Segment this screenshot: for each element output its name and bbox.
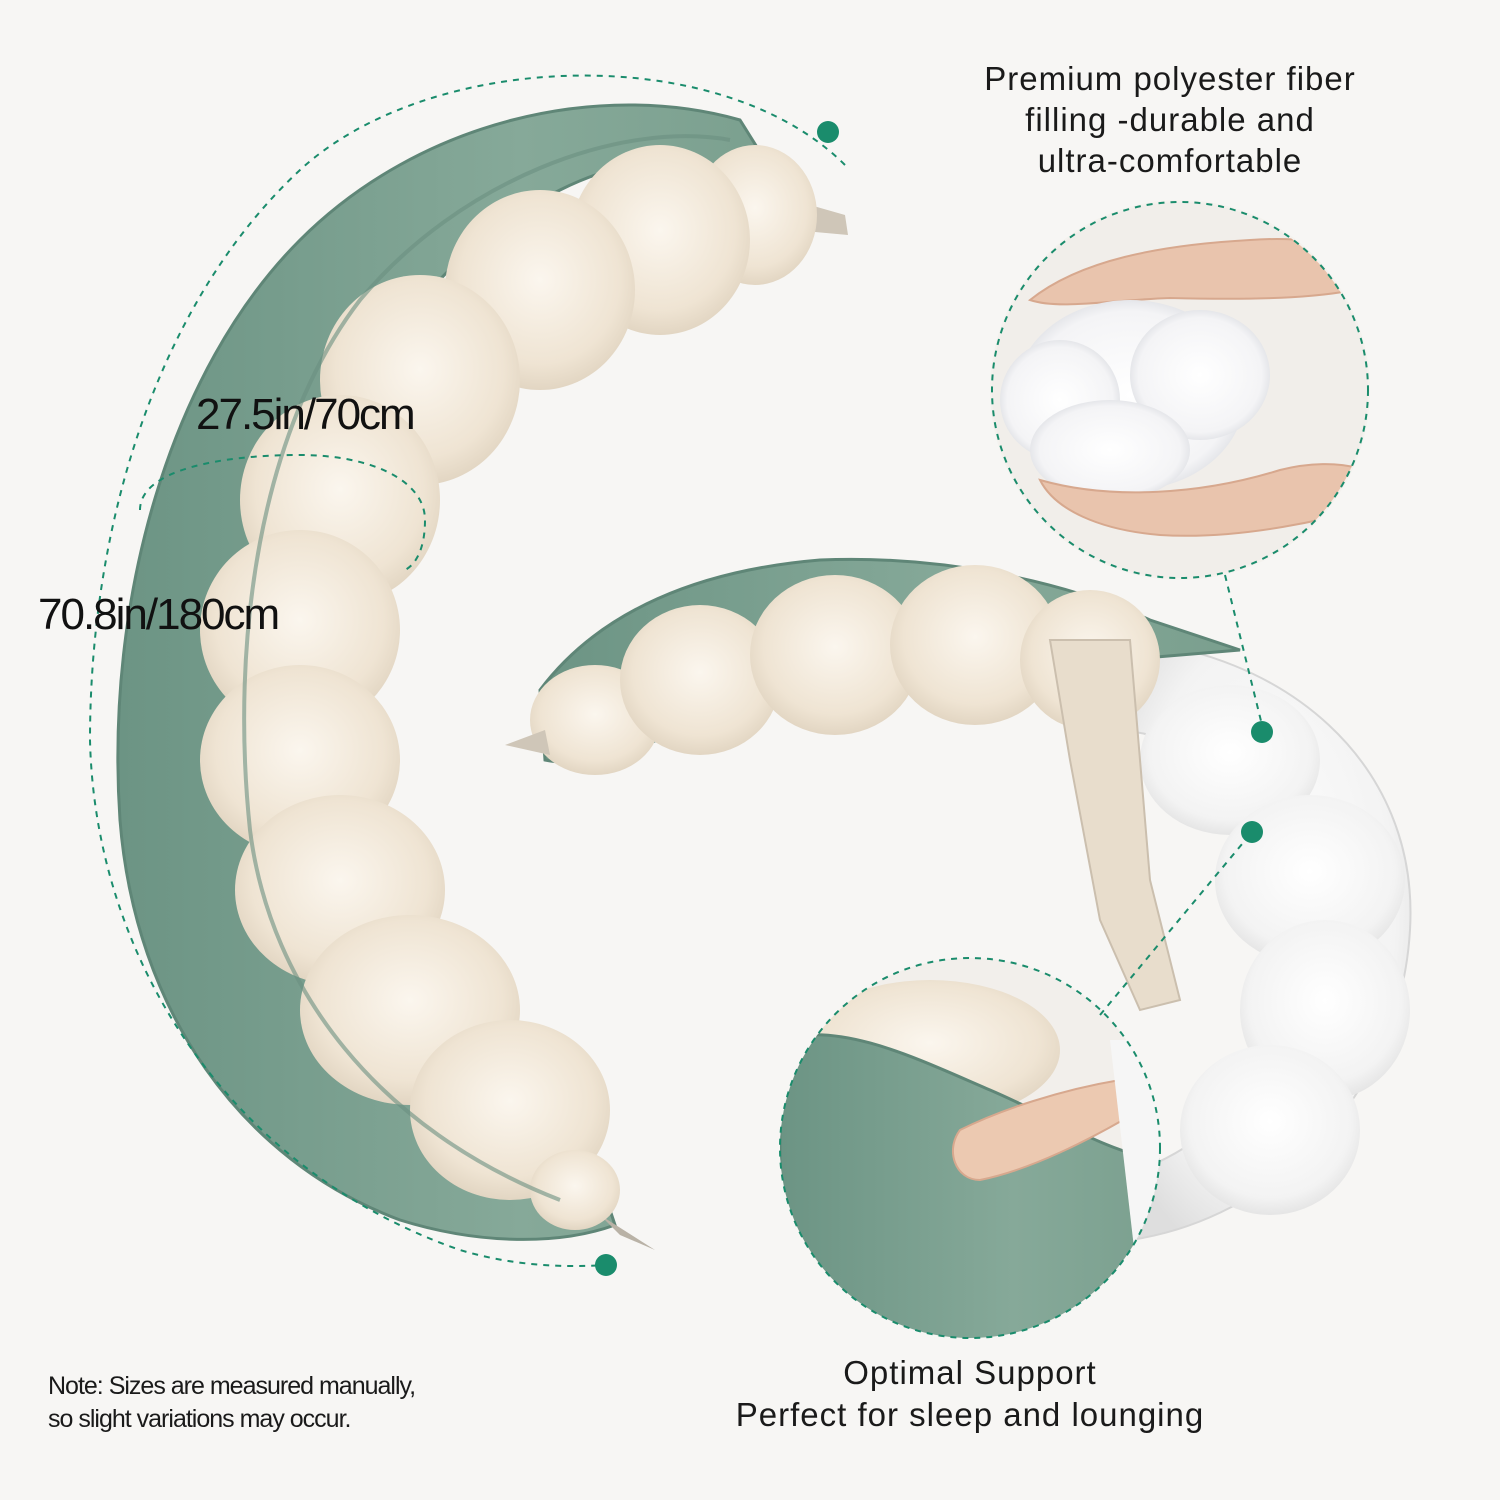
support-caption-line-1: Optimal Support — [843, 1354, 1097, 1391]
support-detail-callout — [779, 821, 1263, 1339]
length-end-dot-top — [817, 121, 839, 143]
length-end-dot-bottom — [595, 1254, 617, 1276]
circumference-label: 27.5in/70cm — [196, 390, 416, 439]
dimension-guides — [88, 74, 846, 1268]
left-pillow-puffs — [200, 145, 817, 1230]
left-pillow — [116, 103, 848, 1250]
support-caption-line-2: Perfect for sleep and lounging — [735, 1396, 1205, 1433]
filling-detail-callout — [990, 200, 1370, 743]
right-pillow — [505, 557, 1412, 1242]
length-label: 70.8in/180cm — [38, 590, 280, 639]
filling-caption-line-3: ultra-comfortable — [1037, 142, 1303, 179]
measurement-note: Note: Sizes are measured manually, so sl… — [48, 1370, 468, 1436]
note-line-1: Note: Sizes are measured manually, — [48, 1372, 416, 1400]
filling-caption-line-1: Premium polyester fiber — [984, 60, 1356, 97]
support-caption: Optimal Support Perfect for sleep and lo… — [700, 1352, 1240, 1436]
filling-caption-line-2: filling -durable and — [1025, 101, 1315, 138]
note-line-2: so slight variations may occur. — [48, 1405, 351, 1433]
filling-caption: Premium polyester fiber filling -durable… — [955, 58, 1385, 181]
